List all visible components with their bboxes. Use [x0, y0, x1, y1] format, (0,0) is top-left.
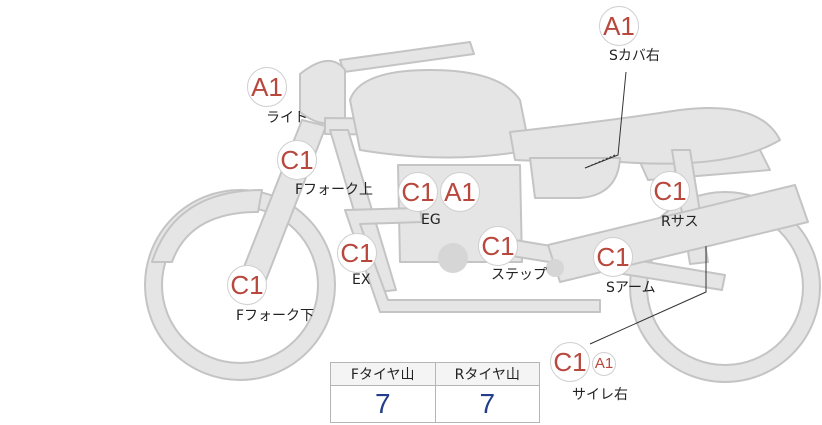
grade-badge-step: C1 [478, 226, 518, 266]
grade-badge-f-fork-upper: C1 [277, 140, 317, 180]
grade-badge-swingarm: C1 [593, 237, 633, 277]
rear-tread-header: Rタイヤ山 [434, 362, 540, 386]
grade-badge-muffler-right-2: A1 [592, 352, 616, 376]
front-tread-value: 7 [330, 385, 436, 423]
rear-tread-value: 7 [434, 385, 540, 423]
handlebar [339, 41, 475, 73]
grade-badge-engine-1: C1 [398, 172, 438, 212]
grade-badge-rear-sus: C1 [650, 171, 690, 211]
seat [509, 107, 781, 165]
front-fender [151, 189, 263, 263]
part-label-muffler-right: サイレ右 [572, 387, 628, 403]
grade-badge-side-cover-right: A1 [599, 6, 639, 46]
exhaust-pipe [344, 207, 601, 313]
part-label-exhaust: EX [352, 272, 371, 288]
grade-badge-light: A1 [247, 67, 287, 107]
part-label-side-cover-right: Sカバ右 [609, 48, 660, 64]
part-label-step: ステップ [491, 267, 547, 283]
part-label-f-fork-upper: Fフォーク上 [295, 182, 374, 198]
grade-badge-muffler-right-1: C1 [550, 342, 590, 382]
part-label-f-fork-lower: Fフォーク下 [236, 308, 315, 324]
part-label-swingarm: Sアーム [606, 280, 656, 296]
part-label-light: ライト [266, 110, 308, 126]
grade-badge-engine-2: A1 [440, 172, 480, 212]
front-tread-header: Fタイヤ山 [330, 362, 436, 386]
grade-badge-f-fork-lower: C1 [227, 265, 267, 305]
part-label-engine: EG [421, 212, 441, 228]
tire-tread-table: Fタイヤ山 Rタイヤ山 7 7 [330, 362, 540, 423]
part-label-rear-sus: Rサス [661, 214, 699, 230]
fuel-tank [349, 69, 531, 159]
side-cover [529, 157, 621, 199]
grade-badge-exhaust: C1 [337, 233, 377, 273]
